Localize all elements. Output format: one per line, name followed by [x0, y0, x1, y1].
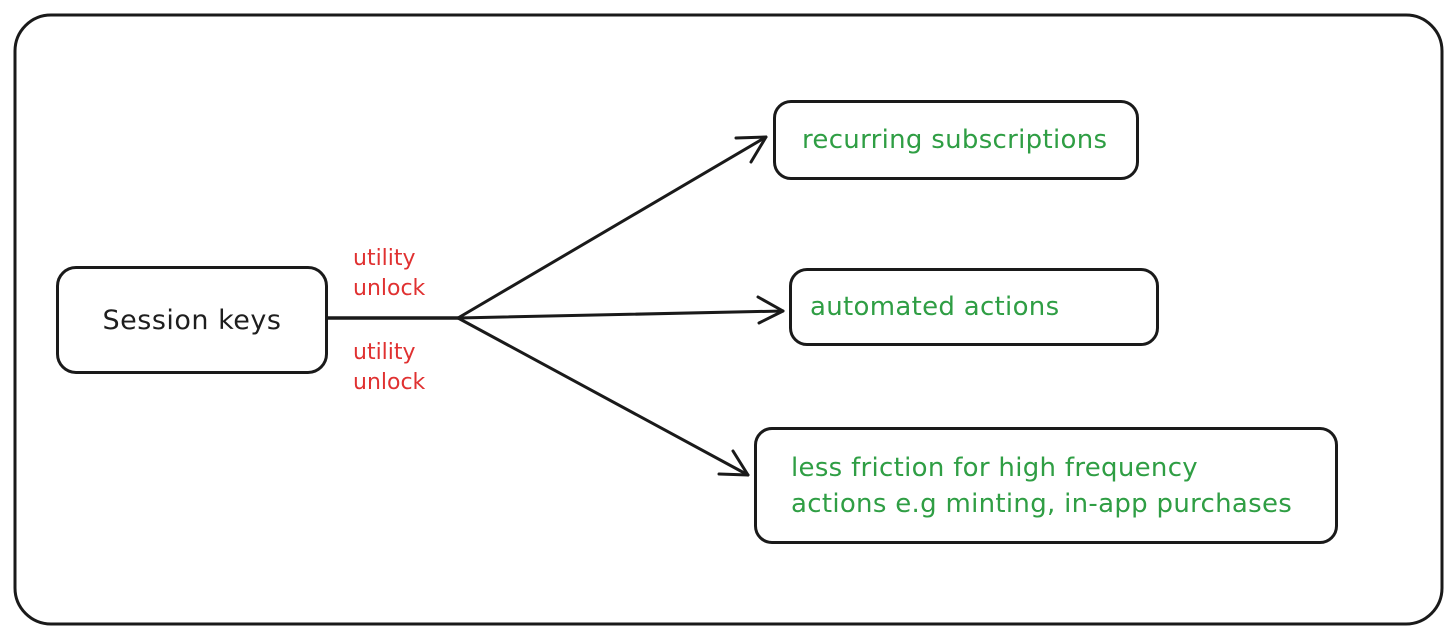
session-keys-node: Session keys — [56, 266, 328, 374]
automated-actions-label: automated actions — [810, 292, 1060, 322]
arrowhead-automated-actions-icon — [756, 295, 785, 325]
arrow-to-less-friction — [456, 316, 750, 477]
recurring-subscriptions-node: recurring subscriptions — [773, 100, 1139, 180]
recurring-subscriptions-label: recurring subscriptions — [802, 125, 1108, 155]
arrowhead-recurring-subscriptions-icon — [734, 135, 768, 164]
less-friction-node: less friction for high frequency actions… — [754, 427, 1338, 544]
outer-frame — [13, 13, 1444, 626]
arrow-to-recurring-subscriptions — [456, 135, 768, 320]
arrowhead-less-friction-icon — [717, 449, 750, 477]
edge-label-upper: utility unlock — [353, 246, 426, 301]
edge-label-lower: utility unlock — [353, 340, 426, 395]
automated-actions-node: automated actions — [789, 268, 1159, 346]
less-friction-label: less friction for high frequency actions… — [791, 452, 1293, 519]
arrow-to-automated-actions — [456, 309, 785, 320]
session-keys-label: Session keys — [102, 304, 282, 336]
